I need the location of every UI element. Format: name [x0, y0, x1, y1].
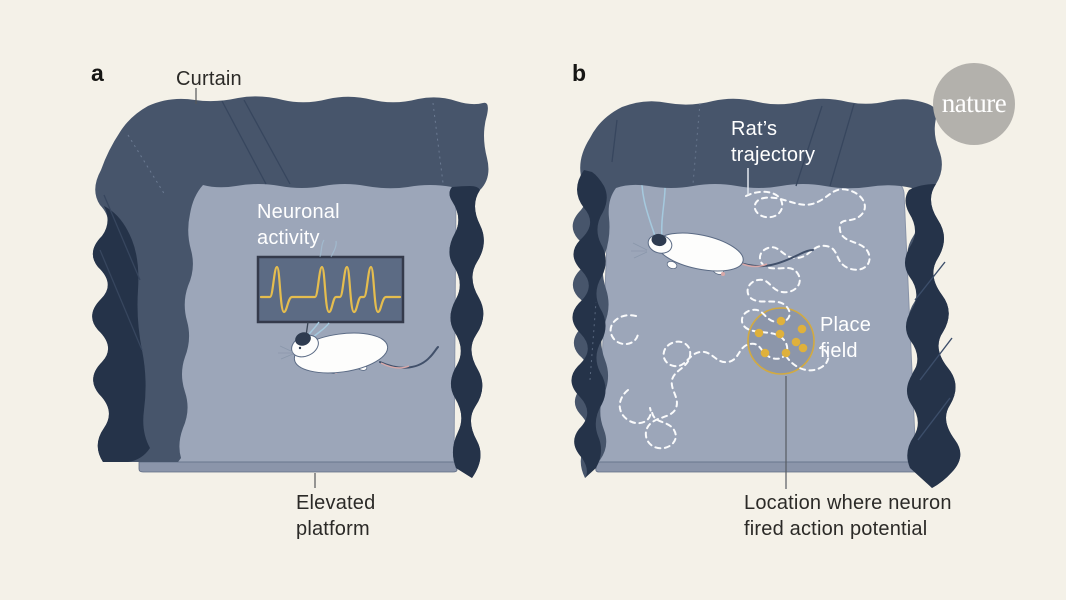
place-field-circle — [747, 307, 815, 375]
neuronal-activity-label: Neuronal activity — [257, 199, 340, 251]
elevated-platform-line1: Elevated — [296, 492, 376, 514]
curtain-a-folds — [99, 99, 291, 351]
rat-b-foot-pink — [721, 272, 725, 276]
place-field-line2: field — [820, 340, 858, 362]
firing-dots — [754, 316, 808, 358]
firing-location-label: Location where neuron fired action poten… — [744, 490, 952, 542]
curtain-label: Curtain — [176, 68, 242, 90]
rat-trajectory-path — [609, 188, 871, 450]
rats-trajectory-line2: trajectory — [731, 144, 816, 166]
spike-trace-box — [256, 239, 405, 324]
rat-a-tail — [379, 346, 439, 369]
elevated-platform-label: Elevated platform — [296, 490, 375, 542]
curtain-a-dark-right — [449, 186, 484, 478]
wire-wisp-icon — [319, 239, 337, 258]
rat-b — [631, 144, 814, 276]
curtain-a — [92, 96, 489, 479]
rat-b-tail-pink — [739, 262, 768, 268]
curtain-b-dark-right — [904, 184, 961, 488]
rat-a-eye — [298, 346, 302, 350]
curtain-b-folds — [611, 103, 855, 187]
panel-a-illustration — [92, 88, 489, 488]
rat-b-headcap — [651, 233, 667, 247]
firing-location-line1: Location where neuron — [744, 492, 952, 514]
curtain-b-ribbon-folds — [914, 261, 953, 441]
neuronal-activity-line2: activity — [257, 227, 320, 249]
panel-b-illustration — [571, 98, 961, 489]
panel-b-letter: b — [572, 60, 587, 86]
firing-location-line2: fired action potential — [744, 518, 928, 540]
spike-trace — [259, 265, 402, 314]
curtain-a-fold-highlights — [127, 102, 444, 196]
nature-logo: nature — [933, 63, 1015, 145]
curtain-b — [571, 98, 961, 489]
curtain-b-dark-left — [571, 170, 607, 478]
neuronal-activity-line1: Neuronal — [257, 201, 340, 223]
rat-b-foot — [666, 260, 678, 270]
curtain-b-fold-highlights — [589, 102, 701, 381]
rat-a-whiskers — [278, 345, 294, 360]
platform-b-edge — [595, 461, 920, 473]
place-field-line1: Place — [820, 314, 872, 336]
nature-logo-text: nature — [941, 87, 1007, 118]
rat-a-headcap — [295, 332, 311, 346]
rat-b-whiskers — [631, 242, 648, 259]
panel-a-letter: a — [91, 60, 104, 86]
rat-a — [278, 332, 439, 374]
curtain-a-main — [92, 96, 489, 479]
rat-a-tail-pink — [380, 362, 410, 369]
platform-a-edge — [138, 461, 458, 473]
place-field-label: Place field — [820, 312, 871, 364]
elevated-platform-line2: platform — [296, 518, 370, 540]
rats-trajectory-line1: Rat’s — [731, 118, 778, 140]
rats-trajectory-label: Rat’s trajectory — [731, 116, 815, 168]
